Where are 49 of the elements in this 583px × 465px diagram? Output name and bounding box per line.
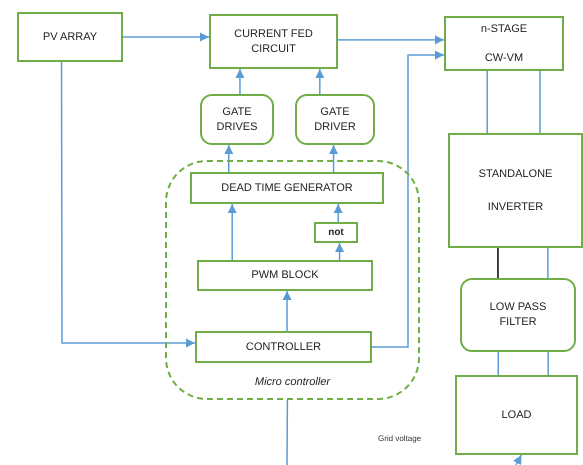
block-label: GATE DRIVES (216, 104, 258, 134)
arrow (329, 145, 338, 172)
arrow (235, 69, 244, 94)
process-block (444, 16, 564, 71)
rounded-block (460, 278, 576, 352)
connector-line (539, 71, 541, 133)
process-block (197, 260, 373, 291)
process-block (190, 172, 384, 204)
connector-line (497, 248, 499, 278)
process-block (448, 133, 583, 248)
connector-line (547, 352, 549, 375)
process-block (17, 12, 123, 62)
arrow (335, 243, 344, 260)
block-label: LOW PASS FILTER (488, 300, 548, 330)
arrow (282, 291, 292, 331)
block-label: LOAD (502, 408, 532, 422)
arrow (123, 32, 209, 42)
arrow (372, 50, 444, 348)
process-block (314, 222, 358, 243)
arrow (513, 454, 522, 465)
process-block (455, 375, 578, 455)
arrow (338, 35, 444, 44)
connector-line (547, 248, 549, 278)
rounded-block (200, 94, 274, 145)
arrow (224, 145, 234, 172)
arrow (334, 204, 343, 222)
connector-line (486, 71, 488, 133)
arrow (315, 69, 324, 94)
block-label: CURRENT FED CIRCUIT (233, 26, 314, 56)
arrow (228, 204, 237, 260)
connector-line (498, 352, 500, 375)
block-label: GATE DRIVER (313, 104, 357, 134)
rounded-block (295, 94, 375, 145)
annotation-text: Grid voltage (378, 434, 422, 443)
block-label: not (328, 226, 344, 240)
group-title: Micro controller (254, 375, 330, 390)
block-label: PWM BLOCK (251, 268, 319, 283)
block-label: CW-VM (484, 50, 524, 66)
process-block (195, 331, 372, 363)
block-label: PV ARRAY (42, 30, 98, 44)
process-block (209, 14, 338, 69)
block-label: n-STAGE (480, 22, 528, 36)
arrow (60, 62, 195, 348)
block-label: DEAD TIME GENERATOR (221, 180, 353, 196)
block-label: STANDALONE (478, 166, 552, 182)
block-label: CONTROLLER (246, 340, 322, 354)
group-boundary (165, 160, 420, 400)
block-label: INVERTER (488, 200, 544, 214)
connector-line (286, 400, 288, 465)
